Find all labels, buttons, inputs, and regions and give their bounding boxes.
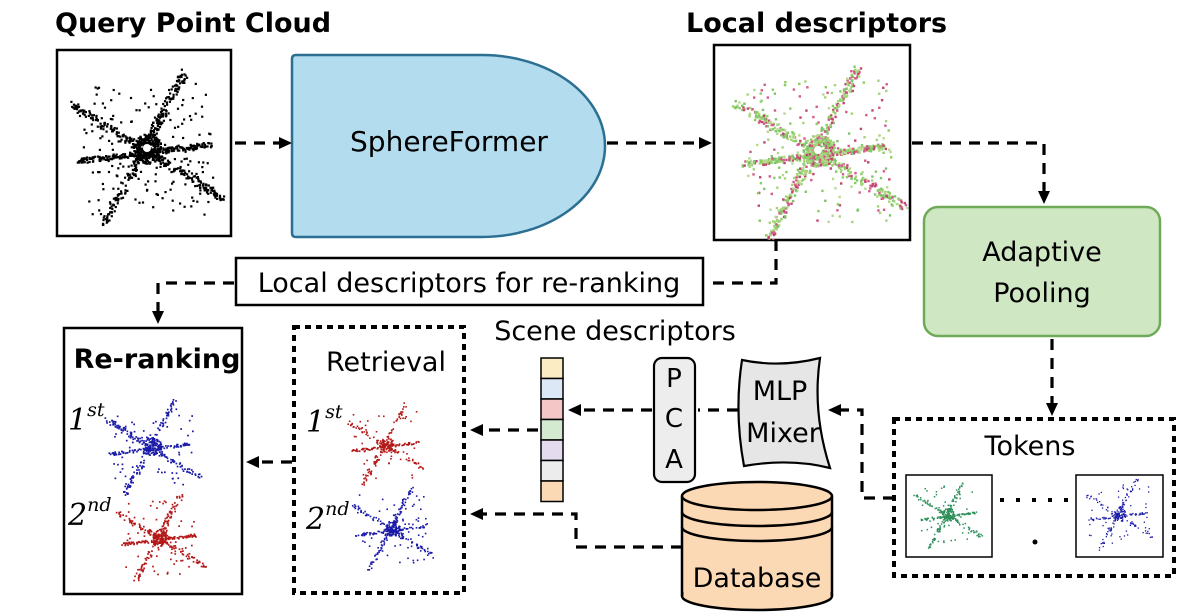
descriptor-cell	[540, 377, 564, 400]
arrow-sphereformer-to-local	[607, 137, 712, 149]
sphereformer-block	[290, 53, 607, 239]
reranking-local-box	[234, 256, 705, 307]
adaptive-pooling-label-1: Adaptive	[982, 237, 1102, 268]
retrieval-rank-1: 1st	[306, 401, 343, 440]
reranking-rank-1: 1st	[68, 399, 105, 438]
arrow-tokens-to-mlp	[828, 404, 894, 500]
tokens-ellipsis-dot	[1032, 539, 1038, 545]
descriptor-cell	[540, 398, 564, 421]
arrow-local-to-reranking	[152, 240, 778, 324]
local-descriptors-image	[731, 65, 909, 240]
retrieval-result-1-cloud	[347, 402, 424, 486]
mlp-mixer-label-1: MLP	[753, 376, 808, 407]
reranking-result-1-cloud	[104, 399, 203, 496]
reranking-result-2-cloud	[115, 494, 207, 582]
retrieval-rank-2: 2nd	[305, 498, 350, 537]
mlp-mixer-block	[737, 356, 832, 470]
arrow-database-to-retrieval	[470, 508, 682, 549]
sphereformer-label: SphereFormer	[350, 125, 548, 158]
pca-block	[652, 356, 697, 484]
query-point-cloud-title: Query Point Cloud	[55, 8, 331, 39]
tokens-title: Tokens	[984, 431, 1076, 462]
arrow-pca-to-scene	[568, 404, 652, 416]
adaptive-pooling-block	[922, 205, 1162, 338]
adaptive-pooling-label-2: Pooling	[993, 278, 1091, 309]
arrow-retrieval-to-reranking	[246, 456, 292, 468]
token-1-cloud	[913, 482, 984, 549]
reranking-local-label: Local descriptors for re-ranking	[258, 268, 681, 299]
scene-descriptors-title: Scene descriptors	[494, 316, 736, 347]
reranking-rank-2: 2nd	[67, 494, 112, 533]
database-label: Database	[693, 563, 822, 594]
descriptor-cell	[540, 418, 564, 441]
pca-letter-p: P	[666, 364, 682, 394]
scene-descriptor-vector	[540, 357, 564, 503]
mlp-mixer-label-2: Mixer	[746, 418, 821, 449]
retrieval-title: Retrieval	[326, 347, 446, 378]
retrieval-result-2-cloud	[351, 486, 434, 571]
query-point-cloud-image	[70, 68, 226, 226]
arrow-adaptive-to-tokens	[1046, 339, 1058, 416]
descriptor-cell	[540, 357, 564, 380]
reranking-box	[62, 326, 244, 596]
reranking-title: Re-ranking	[74, 344, 241, 375]
descriptor-cell	[540, 439, 564, 462]
database-cylinder	[680, 480, 834, 612]
arrow-query-to-sphereformer	[235, 137, 292, 149]
arrow-scene-to-retrieval	[470, 424, 538, 436]
pca-letter-c: C	[665, 404, 683, 434]
token-thumbnail-2	[1075, 474, 1164, 558]
descriptor-cell	[540, 459, 564, 482]
local-descriptors-title: Local descriptors	[686, 8, 947, 39]
token-2-cloud	[1086, 478, 1153, 551]
descriptor-cell	[540, 480, 564, 503]
pca-letter-a: A	[665, 445, 683, 475]
arrow-local-to-adaptive	[912, 141, 1050, 204]
